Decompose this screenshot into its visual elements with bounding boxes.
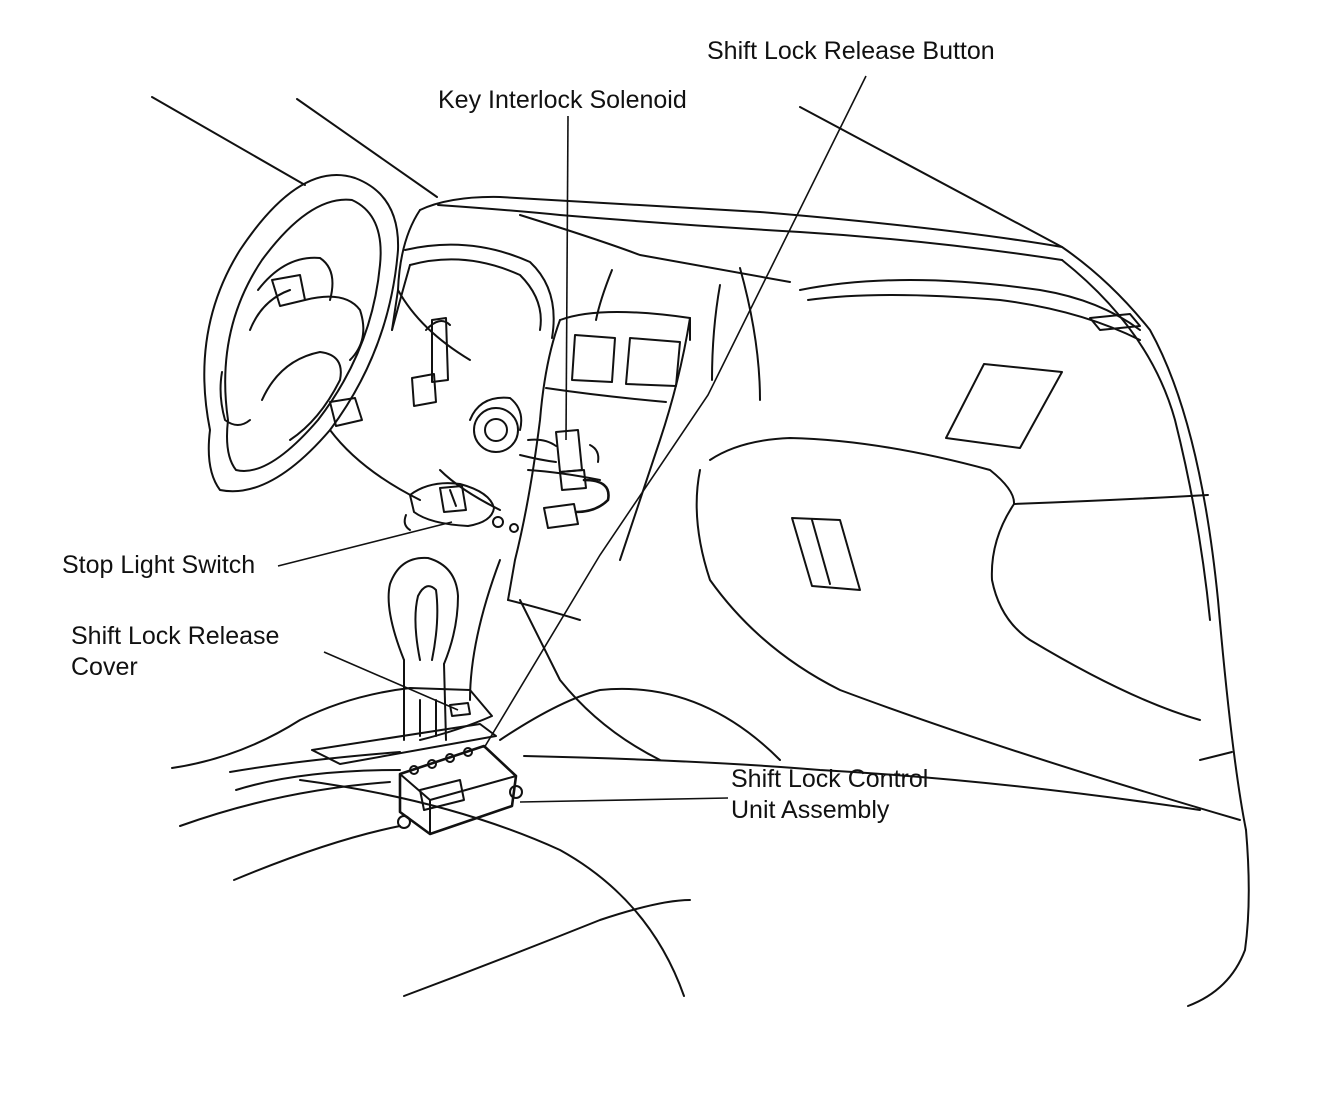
center-stack bbox=[507, 267, 761, 621]
leader-lines bbox=[277, 75, 867, 803]
windshield-lines bbox=[151, 96, 1063, 248]
instrument-cluster bbox=[391, 243, 555, 407]
stop-light-switch-assembly bbox=[403, 482, 519, 533]
label-shift-lock-control-unit-line2: Unit Assembly bbox=[731, 796, 890, 824]
passenger-dashboard bbox=[695, 279, 1241, 821]
steering-wheel bbox=[203, 174, 471, 501]
shift-lock-control-unit-part bbox=[397, 744, 523, 836]
label-shift-lock-release-cover-line2: Cover bbox=[71, 653, 138, 681]
label-shift-lock-control-unit-line1: Shift Lock Control bbox=[731, 765, 929, 793]
label-key-interlock-solenoid: Key Interlock Solenoid bbox=[438, 86, 687, 114]
label-shift-lock-release-cover-line1: Shift Lock Release bbox=[71, 622, 280, 650]
leader-stop-light-switch bbox=[277, 521, 453, 567]
floor-console bbox=[171, 559, 1201, 997]
key-interlock-solenoid-part bbox=[519, 429, 610, 529]
leader-key-interlock-solenoid bbox=[565, 115, 569, 441]
leader-shift-lock-control-unit bbox=[519, 797, 729, 803]
shift-lever bbox=[387, 556, 459, 741]
label-shift-lock-release-button: Shift Lock Release Button bbox=[707, 37, 995, 65]
label-stop-light-switch: Stop Light Switch bbox=[62, 551, 256, 579]
leader-shift-lock-release-button bbox=[483, 75, 867, 749]
dashboard-outline bbox=[391, 195, 1250, 1007]
leader-shift-lock-release-cover bbox=[323, 651, 459, 711]
